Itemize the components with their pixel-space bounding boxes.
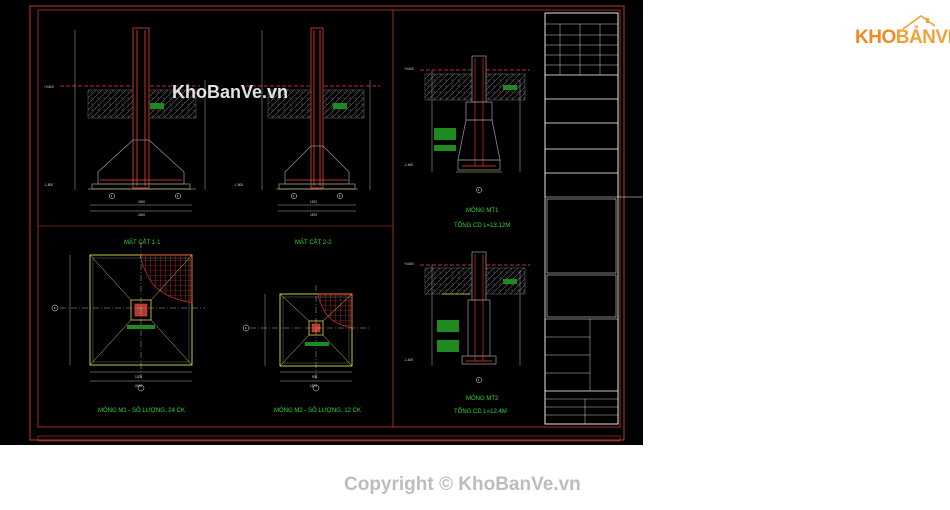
khobanve-logo[interactable]: KHOBẢNVẼ: [855, 14, 950, 54]
title-mt1-total: TỔNG CD L=13.12M: [454, 222, 510, 229]
dim-m1-w2400: 2400: [135, 384, 142, 388]
title-section-2: MẶT CẮT 2-2: [295, 238, 332, 246]
house-roof-icon: [902, 15, 936, 30]
mt2-detail: +0.600 -1.400 1 MÓNG MT2 TỔNG CD L=12.4M: [404, 251, 530, 415]
tag-1a: 1: [111, 194, 113, 198]
title-plan-m2: MÓNG M2 - SỐ LƯỢNG: 12 CK: [274, 407, 361, 414]
plan-m2: 4 900 1870 MÓNG M2 - SỐ LƯỢNG: 12 CK: [242, 285, 370, 414]
inner-frame: [37, 9, 621, 428]
dim-m2-w900: 900: [312, 375, 318, 379]
lvl-top-1: +0.600: [44, 85, 54, 89]
dim-m1-w1200: 1200: [135, 375, 142, 379]
plan-m1: 3 1200 2400 MÓNG M1 - SỐ LƯỢNG: 24 CK: [51, 242, 205, 414]
logo-part-2: BẢNVẼ: [895, 27, 950, 48]
lvl-mt1-top: +0.600: [404, 67, 414, 71]
tag-2a: 2: [177, 194, 179, 198]
tag-2b: 2: [339, 194, 341, 198]
section-1-1: 2400 2400 +0.600 -1.800 1 2 MẶT CẮT 1-1: [44, 27, 206, 246]
lvl-mt1-bottom: -1.400: [404, 163, 413, 167]
cad-drawing-canvas: 2400 2400 +0.600 -1.800 1 2 MẶT CẮT 1-1 …: [0, 0, 643, 445]
title-section-1: MẶT CẮT 1-1: [124, 238, 161, 246]
title-block: [544, 12, 643, 425]
lvl-mt2-bottom: -1.400: [404, 358, 413, 362]
copyright-text: Copyright © KhoBanVe.vn: [344, 474, 581, 495]
section-2-2: 1870 1870 -1.800 1 2 MẶT CẮT 2-2: [234, 27, 380, 246]
logo-text: KHOBẢNVẼ: [855, 27, 950, 49]
title-mt2: MÓNG MT2: [466, 395, 499, 402]
tag-plan-m2-a: 4: [245, 326, 247, 330]
dim-w1870-2b: 1870: [310, 213, 317, 217]
outer-frame: [29, 5, 625, 441]
lvl-mt2-top: +0.600: [404, 262, 414, 266]
tag-plan-m1-a: 3: [54, 306, 56, 310]
dim-m2-w1870: 1870: [310, 384, 317, 388]
lvl-bottom-1: -1.800: [44, 183, 53, 187]
logo-part-1: KHO: [855, 27, 896, 48]
tag-mt1: 1: [478, 188, 480, 192]
title-mt2-total: TỔNG CD L=12.4M: [454, 408, 507, 415]
dim-w2400-1b: 2400: [138, 213, 145, 217]
tag-mt2: 1: [478, 378, 480, 382]
title-mt1: MÓNG MT1: [466, 207, 499, 214]
dim-w1870-2: 1870: [310, 200, 317, 204]
title-plan-m1: MÓNG M1 - SỐ LƯỢNG: 24 CK: [98, 407, 185, 414]
tag-1b: 1: [293, 194, 295, 198]
foundation-drawing: 2400 2400 +0.600 -1.800 1 2 MẶT CẮT 1-1 …: [29, 5, 643, 442]
bottom-strip: [37, 435, 621, 442]
lvl-bottom-2: -1.800: [234, 183, 243, 187]
watermark-center: KhoBanVe.vn: [172, 82, 288, 102]
mt1-detail: +0.600 -1.400 1 MÓNG MT1 TỔNG CD L=13.12…: [404, 55, 530, 229]
dim-w2400-1: 2400: [138, 200, 145, 204]
